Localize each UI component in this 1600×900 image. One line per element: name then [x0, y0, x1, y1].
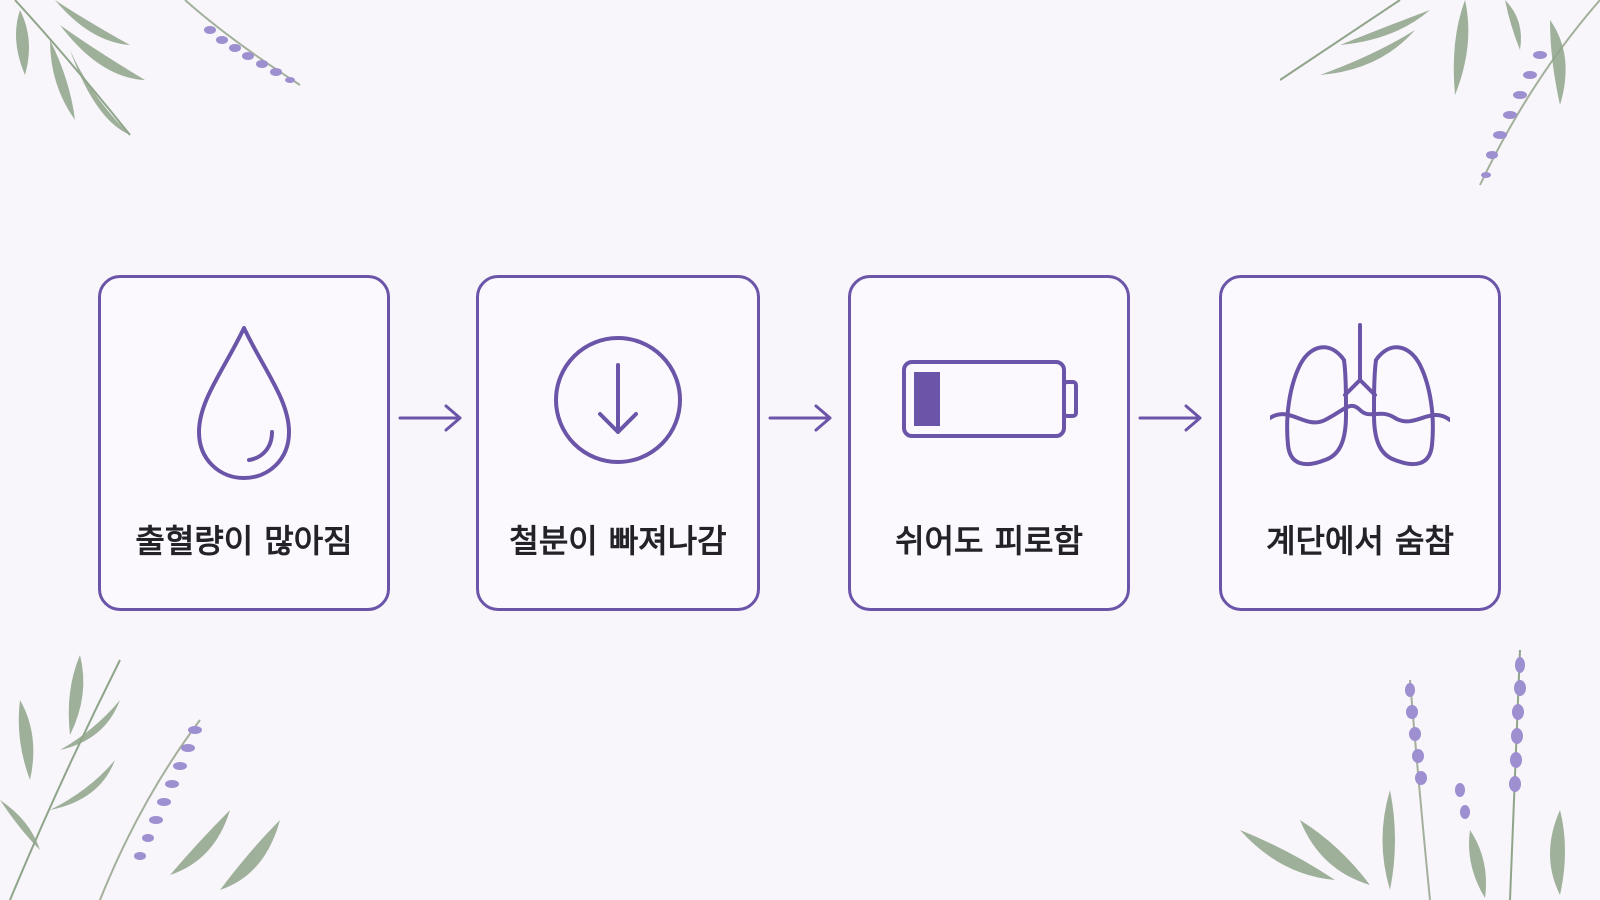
- step-label: 출혈량이 많아짐: [135, 522, 353, 560]
- low-battery-icon: [902, 360, 1078, 438]
- step-card: 계단에서 숨참: [1219, 275, 1501, 611]
- step-label: 계단에서 숨참: [1266, 522, 1454, 560]
- step-label: 철분이 빠져나감: [509, 522, 727, 560]
- water-drop-icon: [197, 326, 291, 480]
- arrow-right-icon: [398, 404, 462, 432]
- step-card: 출혈량이 많아짐: [98, 275, 390, 611]
- down-arrow-circle-icon: [554, 336, 682, 464]
- step-card: 철분이 빠져나감: [476, 275, 760, 611]
- arrow-right-icon: [768, 404, 832, 432]
- step-card: 쉬어도 피로함: [848, 275, 1130, 611]
- step-label: 쉬어도 피로함: [895, 522, 1083, 560]
- arrow-right-icon: [1138, 404, 1202, 432]
- lungs-icon: [1270, 323, 1450, 467]
